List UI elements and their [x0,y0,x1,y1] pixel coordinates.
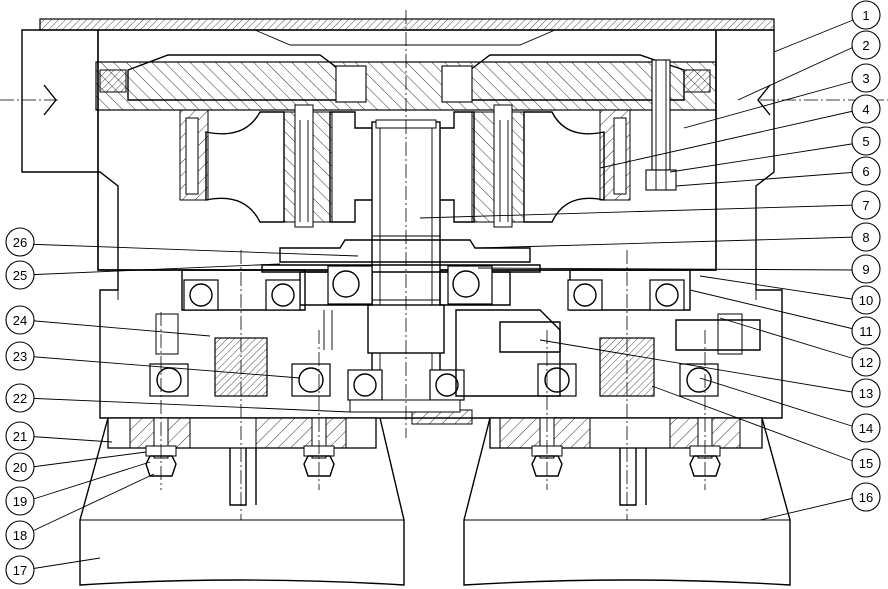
callout-number: 18 [13,528,27,543]
callout-19: 19 [5,486,35,516]
callout-number: 11 [859,324,873,339]
callout-circle [5,341,35,371]
callout-13: 13 [851,378,881,408]
callout-number: 1 [862,8,869,23]
callout-12: 12 [851,347,881,377]
callout-circle [851,448,881,478]
callout-number: 20 [13,460,27,475]
callout-circle [5,486,35,516]
callout-number: 21 [13,429,27,444]
callout-number: 14 [859,421,873,436]
gear-carriers [155,309,761,413]
callout-6: 6 [851,156,881,186]
callout-number: 4 [862,102,869,117]
bolt-top-right [645,59,677,191]
callout-number: 23 [13,349,27,364]
callout-number: 15 [859,456,873,471]
callout-circle [851,316,881,346]
callout-2: 2 [851,30,881,60]
callout-number: 26 [13,235,27,250]
callout-number: 12 [859,355,873,370]
callout-circle [851,190,881,220]
callout-26: 26 [5,227,35,257]
callout-8: 8 [851,222,881,252]
callout-10: 10 [851,285,881,315]
callout-18: 18 [5,520,35,550]
callout-circle [851,254,881,284]
callout-circle [851,156,881,186]
callout-22: 22 [5,383,35,413]
callout-number: 3 [862,71,869,86]
callout-number: 22 [13,391,27,406]
callout-25: 25 [5,260,35,290]
bearings [149,265,719,401]
callout-5: 5 [851,126,881,156]
callout-circle [5,421,35,451]
callout-number: 25 [13,268,27,283]
callout-number: 13 [859,386,873,401]
callout-14: 14 [851,413,881,443]
callout-circle [851,63,881,93]
callout-number: 16 [859,490,873,505]
callout-circle [851,347,881,377]
callout-circle [851,378,881,408]
callout-circle [851,222,881,252]
callout-3: 3 [851,63,881,93]
elastic-coupling [179,104,631,228]
support-left [79,417,405,586]
callout-4: 4 [851,94,881,124]
callout-circle [851,30,881,60]
callout-number: 24 [13,313,27,328]
callout-circle [851,94,881,124]
callout-number: 17 [13,563,27,578]
callout-balloons: 1234567891011121314151617181920212223242… [5,0,881,585]
callout-9: 9 [851,254,881,284]
callout-circle [851,285,881,315]
callout-23: 23 [5,341,35,371]
callout-number: 2 [862,38,869,53]
callout-15: 15 [851,448,881,478]
callout-7: 7 [851,190,881,220]
callout-number: 7 [862,198,869,213]
callout-circle [5,383,35,413]
callout-circle [5,305,35,335]
callout-11: 11 [851,316,881,346]
leader-lines [23,17,859,571]
callout-number: 10 [859,293,873,308]
callout-20: 20 [5,452,35,482]
callout-circle [5,520,35,550]
callout-24: 24 [5,305,35,335]
callout-number: 19 [13,494,27,509]
callout-number: 5 [862,134,869,149]
callout-17: 17 [5,555,35,585]
callout-circle [5,452,35,482]
callout-21: 21 [5,421,35,451]
callout-circle [851,126,881,156]
callout-number: 6 [862,164,869,179]
callout-circle [851,482,881,512]
callout-circle [5,555,35,585]
callout-circle [851,413,881,443]
callout-number: 8 [862,230,869,245]
callout-16: 16 [851,482,881,512]
callout-1: 1 [851,0,881,30]
callout-circle [5,227,35,257]
callout-number: 9 [862,262,869,277]
callout-circle [5,260,35,290]
callout-circle [851,0,881,30]
